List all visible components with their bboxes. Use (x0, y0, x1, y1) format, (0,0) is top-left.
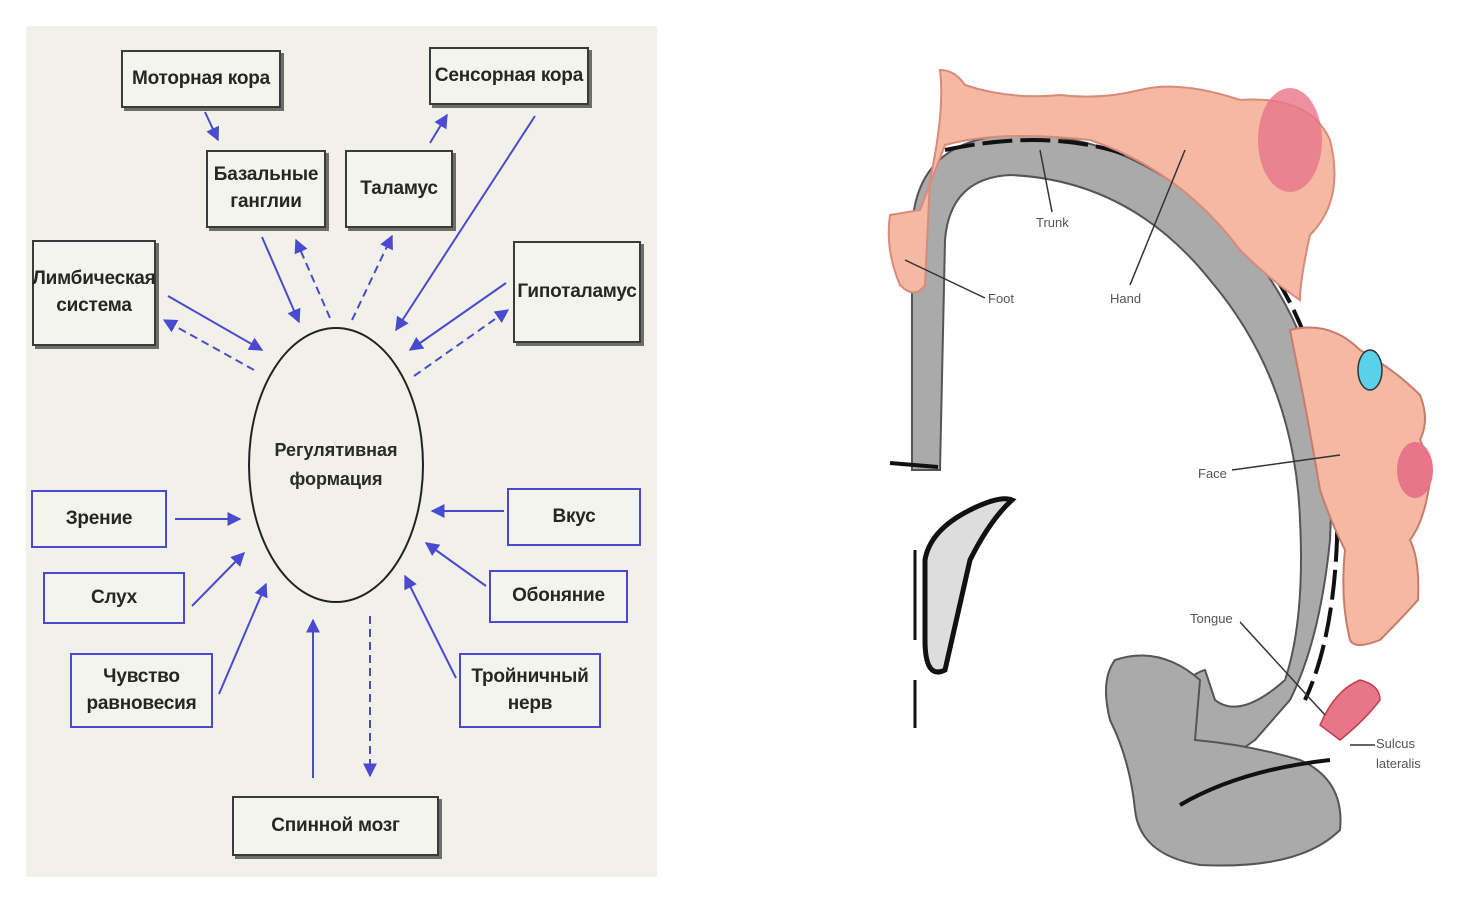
hand-fingers (1258, 88, 1322, 192)
homunculus-face (1288, 326, 1432, 646)
mouth (1397, 442, 1433, 498)
hearing-box: Слух (43, 572, 185, 624)
ventricle (922, 496, 1017, 675)
arrow-hypo-to-center (408, 282, 507, 351)
arrow-center-to-basal (294, 238, 331, 319)
eye (1357, 349, 1383, 391)
arrow-limbic-to-center (167, 295, 264, 351)
regulatory-formation-circle: Регулятивная формация (248, 327, 424, 603)
sulcus-line (1178, 758, 1331, 807)
smell-box: Обоняние (489, 570, 628, 623)
arrow-balance-to-center (218, 582, 268, 695)
arrow-basal-to-center (261, 236, 301, 324)
arrow-motor-to-basal (204, 111, 220, 142)
arrow-hearing-to-center (191, 552, 245, 607)
thalamus-box: Таламус (345, 150, 453, 228)
balance-box: Чувство равновесия (70, 653, 213, 728)
temporal-lobe (1105, 654, 1342, 867)
homunculus-illustration (887, 68, 1433, 867)
arrow-sensory-to-center (395, 115, 536, 332)
arrow-center-to-limbic (162, 319, 255, 371)
trigeminal-box: Тройничный нерв (459, 653, 601, 728)
homunculus-body (887, 68, 1336, 302)
limbic-system-box: Лимбическая система (32, 240, 156, 346)
arrow-thalamus-to-sensory (429, 113, 448, 144)
tongue (1319, 679, 1381, 741)
sensory-cortex-box: Сенсорная кора (429, 47, 589, 105)
basal-ganglia-box: Базальные ганглии (206, 150, 326, 228)
spinal-cord-box: Спинной мозг (232, 796, 439, 856)
arrow-smell-to-center (424, 542, 487, 587)
taste-box: Вкус (507, 488, 641, 546)
arrow-trigeminal-to-center (404, 574, 457, 679)
arrow-center-to-hypo (413, 309, 510, 377)
vision-box: Зрение (31, 490, 167, 548)
hypothalamus-box: Гипоталамус (513, 241, 641, 343)
arrow-center-to-thalamus (351, 234, 393, 321)
motor-cortex-box: Моторная кора (121, 50, 281, 108)
